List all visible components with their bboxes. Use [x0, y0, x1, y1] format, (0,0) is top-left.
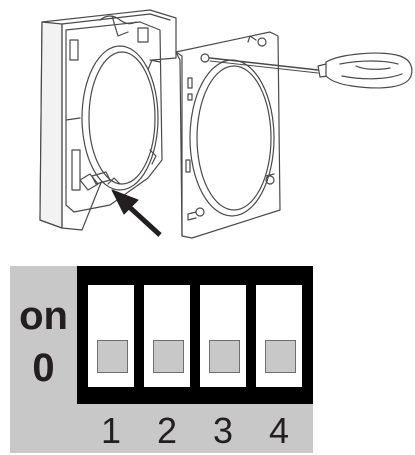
dip-switch-2-knob[interactable] — [153, 340, 184, 373]
dip-switch-panel: on 0 1 2 3 4 — [10, 266, 313, 453]
dip-switch-housing — [77, 266, 313, 404]
off-state-label: 0 — [32, 346, 55, 390]
switch-number-2: 2 — [156, 410, 178, 451]
switch-number-1: 1 — [100, 410, 122, 451]
dip-switch-3[interactable] — [200, 285, 246, 387]
device-housing-icon — [39, 9, 177, 231]
pointer-arrow-icon — [111, 189, 162, 237]
switch-number-4: 4 — [268, 410, 290, 451]
dip-switch-4-knob[interactable] — [265, 340, 296, 373]
installation-illustration — [39, 9, 413, 239]
mounting-plate-icon — [175, 31, 281, 239]
dip-switch-2[interactable] — [144, 285, 190, 387]
on-state-label: on — [19, 294, 68, 338]
dip-switch-3-knob[interactable] — [209, 340, 240, 373]
dip-switch-1[interactable] — [88, 285, 134, 387]
screwdriver-icon — [209, 52, 413, 89]
dip-switch-4[interactable] — [256, 285, 302, 387]
switch-number-3: 3 — [212, 410, 234, 451]
dip-switch-1-knob[interactable] — [97, 340, 128, 373]
